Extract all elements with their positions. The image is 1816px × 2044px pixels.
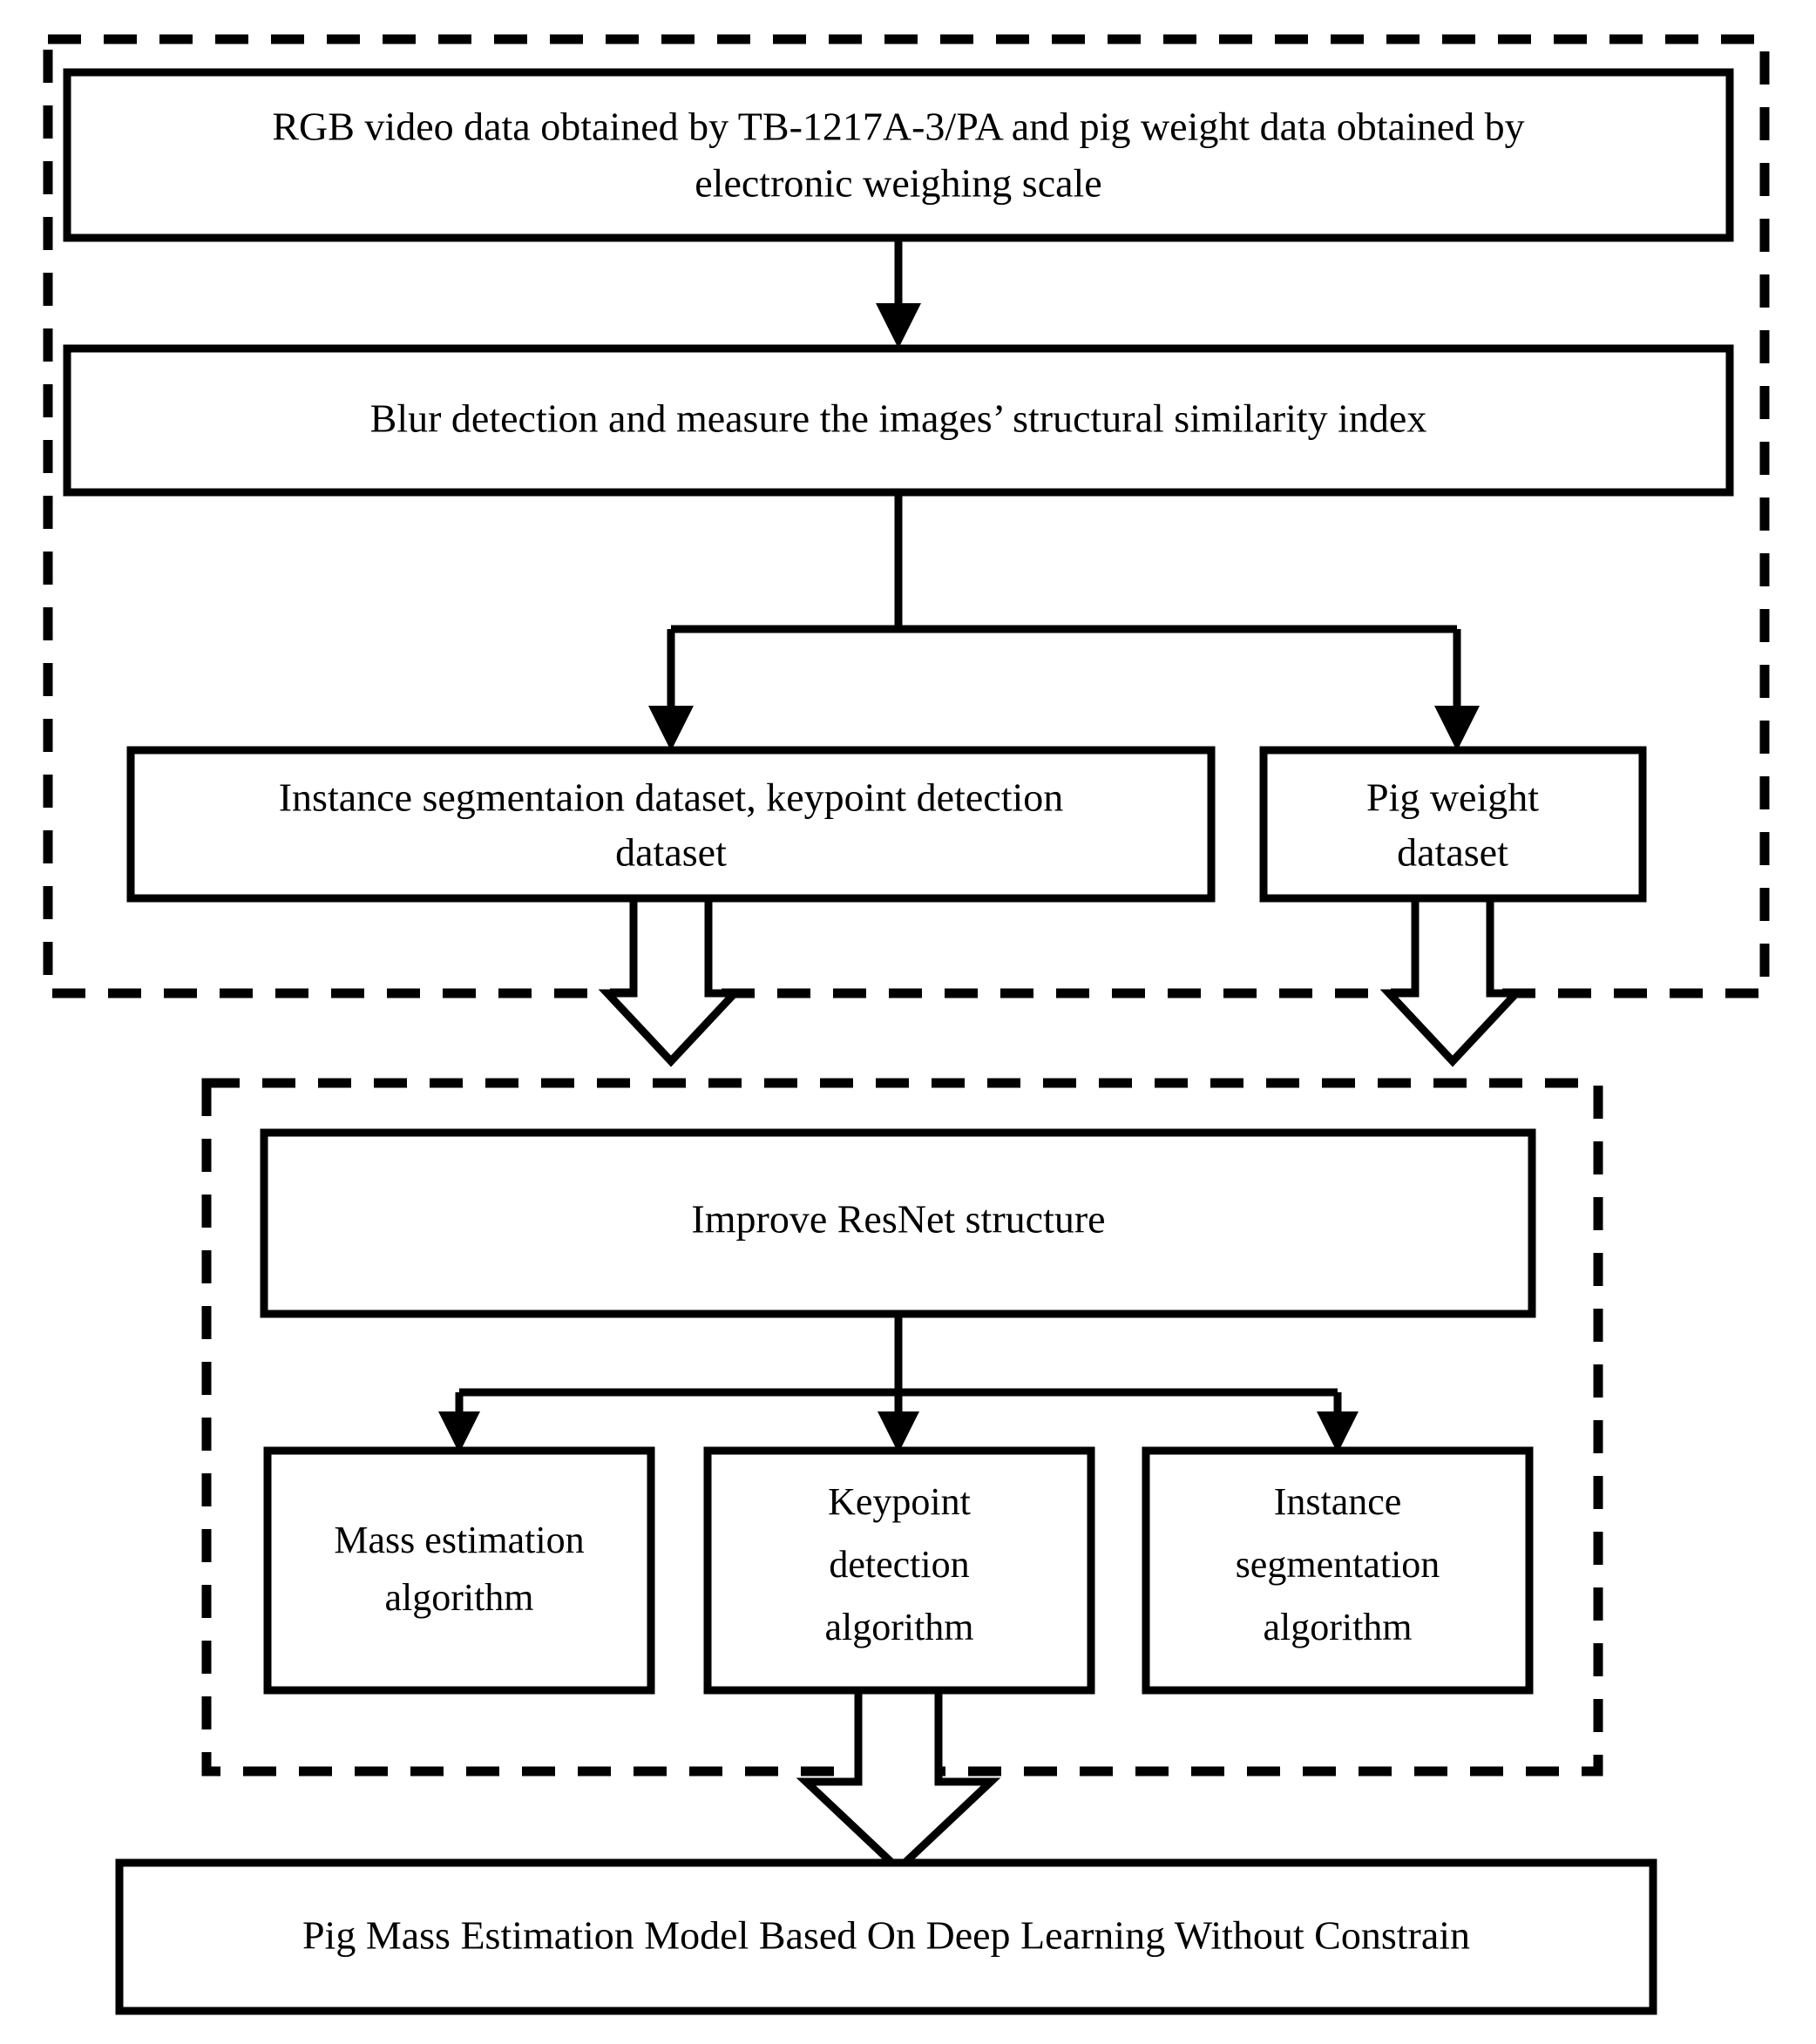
arrowhead-down-icon <box>1434 706 1480 751</box>
keypoint-alg-line-3: algorithm <box>824 1606 973 1648</box>
mass-alg-line-1: Mass estimation <box>334 1519 584 1561</box>
keypoint-alg-line-2: detection <box>829 1543 969 1586</box>
instance-alg-line-3: algorithm <box>1263 1606 1412 1648</box>
instance-segmentation-algorithm-box[interactable] <box>1142 1446 1534 1695</box>
block-arrow-weight-dataset-to-model <box>1379 894 1526 1067</box>
keypoint-detection-algorithm-box[interactable] <box>703 1446 1095 1695</box>
arrowhead-down-icon <box>648 706 694 751</box>
model-group-border <box>201 1078 1603 1777</box>
seg-dataset-line-2: dataset <box>615 830 727 875</box>
arrowhead-down-icon <box>878 1411 919 1453</box>
arrowhead-down-icon <box>876 303 921 349</box>
pig-weight-dataset-box[interactable] <box>1259 746 1647 903</box>
resnet-line-1: Improve ResNet structure <box>691 1197 1105 1242</box>
arrowhead-down-icon <box>438 1411 480 1453</box>
block-arrow-seg-dataset-to-model <box>598 894 744 1067</box>
mass-estimation-algorithm-box[interactable] <box>263 1446 655 1695</box>
keypoint-alg-line-1: Keypoint <box>828 1480 971 1523</box>
blur-box-line-1: Blur detection and measure the images’ s… <box>370 396 1427 441</box>
mass-alg-line-2: algorithm <box>384 1576 533 1619</box>
source-box-line-2: electronic weighing scale <box>695 161 1101 206</box>
block-arrow-algorithms-to-result <box>796 1686 1001 1875</box>
connector-source-to-blur <box>876 238 921 349</box>
connector-blur-split <box>648 492 1480 751</box>
source-box-line-1: RGB video data obtained by TB-1217A-3/PA… <box>272 105 1524 149</box>
result-line-1: Pig Mass Estimation Model Based On Deep … <box>302 1913 1470 1958</box>
blur-box[interactable] <box>63 344 1734 497</box>
instance-segmentation-dataset-box[interactable] <box>126 746 1216 903</box>
improve-resnet-box[interactable] <box>260 1128 1536 1318</box>
result-box[interactable] <box>115 1858 1657 2015</box>
weight-dataset-line-1: Pig weight <box>1366 775 1539 820</box>
data-acquisition-group-border <box>43 34 1770 998</box>
source-box[interactable] <box>63 68 1734 242</box>
connector-resnet-split <box>438 1314 1359 1453</box>
instance-alg-line-1: Instance <box>1274 1480 1402 1523</box>
arrowhead-down-icon <box>1317 1411 1359 1453</box>
weight-dataset-line-2: dataset <box>1397 830 1508 875</box>
instance-alg-line-2: segmentation <box>1236 1543 1440 1586</box>
seg-dataset-line-1: Instance segmentaion dataset, keypoint d… <box>279 775 1064 820</box>
